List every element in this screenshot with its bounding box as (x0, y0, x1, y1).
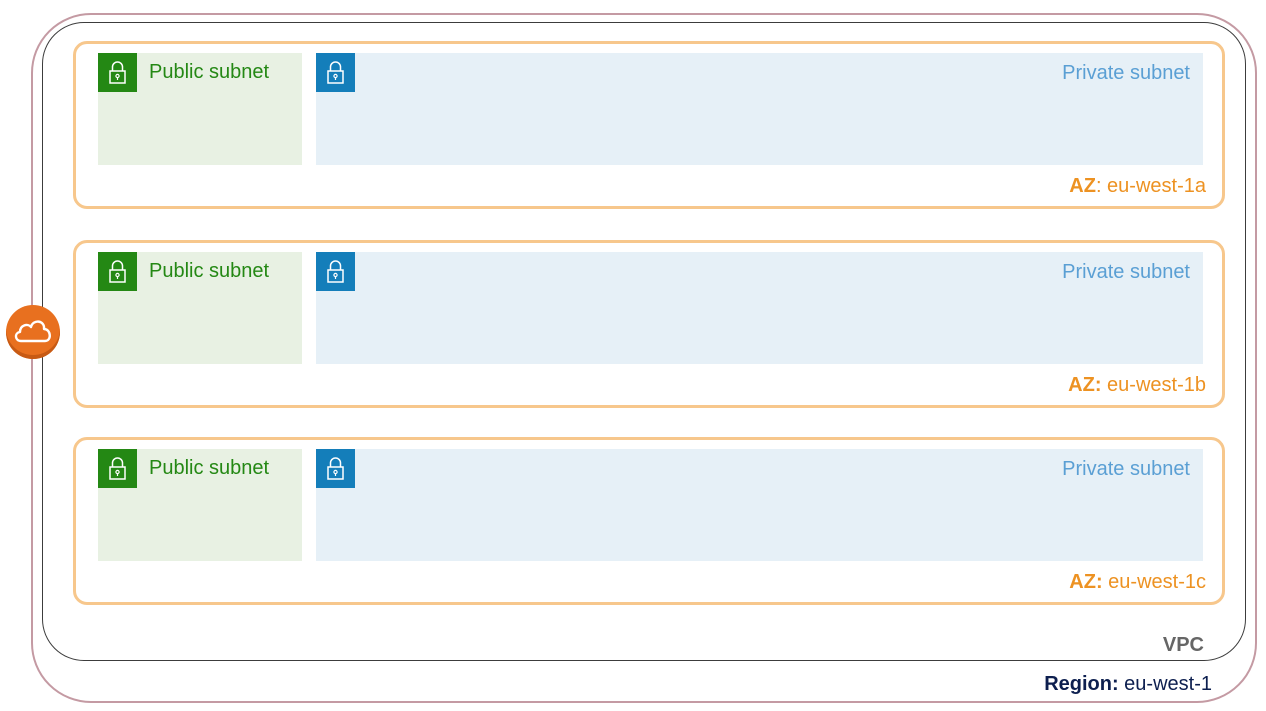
private-subnet-label: Private subnet (1062, 62, 1190, 84)
az-value: eu-west-1b (1101, 374, 1206, 396)
lock-icon (98, 252, 137, 291)
private-subnet-label: Private subnet (1062, 261, 1190, 283)
lock-icon (98, 449, 137, 488)
private-subnet-label: Private subnet (1062, 458, 1190, 480)
private-subnet: Private subnet (316, 53, 1203, 165)
az-key: AZ: (1068, 374, 1102, 396)
az-label: AZ: eu-west-1c (1069, 571, 1206, 594)
public-subnet-label: Public subnet (149, 61, 270, 83)
private-subnet: Private subnet (316, 449, 1203, 561)
lock-icon (316, 252, 355, 291)
public-subnet: Public subnet (98, 449, 302, 561)
public-subnet: Public subnet (98, 252, 302, 364)
az-value: eu-west-1c (1102, 571, 1206, 593)
private-subnet: Private subnet (316, 252, 1203, 364)
public-subnet-label: Public subnet (149, 260, 270, 282)
az-box-eu-west-1b: Public subnet Private subnet AZ: eu-west… (73, 240, 1225, 408)
region-label: Region: eu-west-1 (1000, 673, 1212, 696)
region-key: Region: (1044, 673, 1119, 695)
public-subnet: Public subnet (98, 53, 302, 165)
vpc-label: VPC (1162, 634, 1204, 656)
az-box-eu-west-1a: Public subnet Private subnet AZ: eu-west… (73, 41, 1225, 209)
region-value: eu-west-1 (1118, 673, 1212, 695)
az-key: AZ: (1069, 571, 1103, 593)
cloud-icon (6, 305, 60, 359)
lock-icon (316, 449, 355, 488)
az-label: AZ: eu-west-1b (1068, 374, 1206, 397)
az-value: : eu-west-1a (1095, 175, 1206, 197)
az-key: AZ (1069, 175, 1096, 197)
lock-icon (98, 53, 137, 92)
az-box-eu-west-1c: Public subnet Private subnet AZ: eu-west… (73, 437, 1225, 605)
az-label: AZ: eu-west-1a (1069, 175, 1206, 198)
lock-icon (316, 53, 355, 92)
public-subnet-label: Public subnet (149, 457, 270, 479)
